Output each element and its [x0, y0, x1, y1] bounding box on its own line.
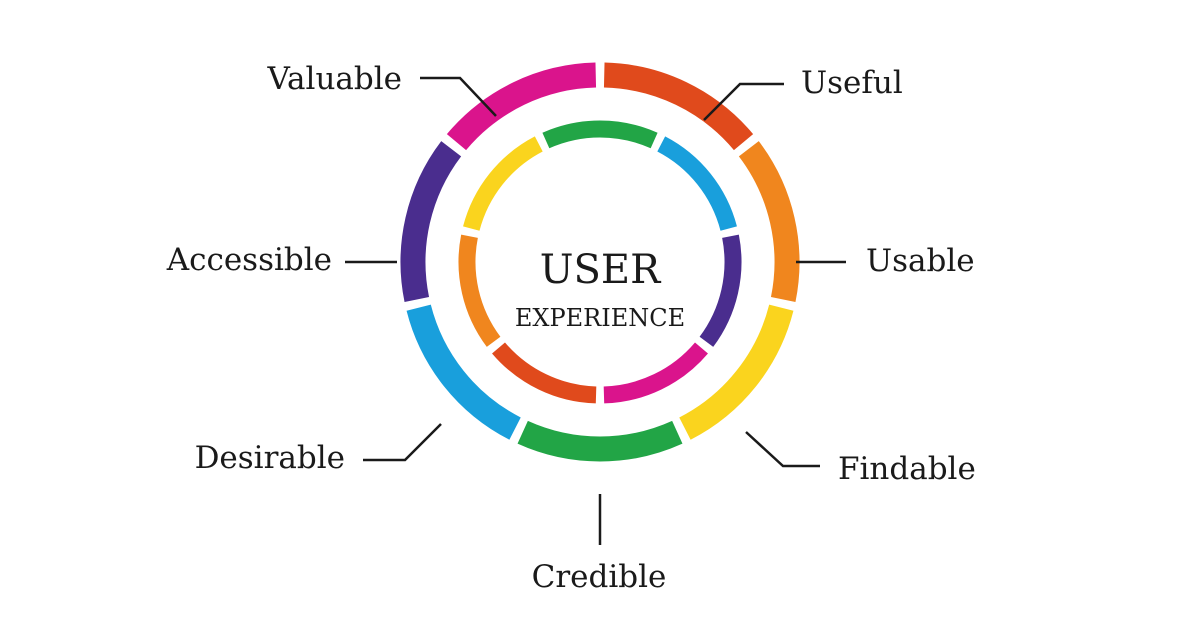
inner-ring-segment-5 — [463, 136, 543, 231]
center-title: USER — [540, 247, 662, 293]
leader-lines — [345, 76, 846, 545]
outer-ring-segment-4 — [406, 304, 521, 440]
inner-ring-segment-4 — [458, 234, 501, 347]
label-findable: Findable — [838, 451, 976, 487]
center-subtitle: EXPERIENCE — [515, 304, 685, 332]
leader-line-desirable — [363, 423, 442, 462]
outer-ring-segment-6 — [446, 62, 597, 151]
outer-ring-segment-3 — [517, 420, 683, 462]
inner-ring-segment-3 — [492, 342, 597, 404]
outer-ring-segment-0 — [603, 62, 754, 151]
label-credible: Credible — [532, 559, 667, 595]
outer-ring — [400, 62, 800, 462]
outer-ring-segment-2 — [679, 304, 794, 440]
inner-ring — [458, 120, 742, 404]
label-valuable: Valuable — [267, 61, 403, 97]
label-desirable: Desirable — [195, 440, 345, 476]
label-useful: Useful — [801, 65, 903, 101]
leader-line-useful — [703, 82, 784, 121]
label-usable: Usable — [866, 243, 975, 279]
outer-ring-segment-1 — [738, 141, 800, 302]
inner-ring-segment-2 — [603, 342, 708, 404]
outer-ring-segment-5 — [400, 141, 462, 302]
inner-ring-segment-0 — [657, 136, 737, 231]
label-accessible: Accessible — [166, 242, 332, 278]
inner-ring-segment-1 — [699, 234, 742, 347]
inner-ring-segment-6 — [542, 120, 658, 149]
leader-line-valuable — [420, 76, 497, 117]
leader-line-findable — [745, 431, 820, 468]
